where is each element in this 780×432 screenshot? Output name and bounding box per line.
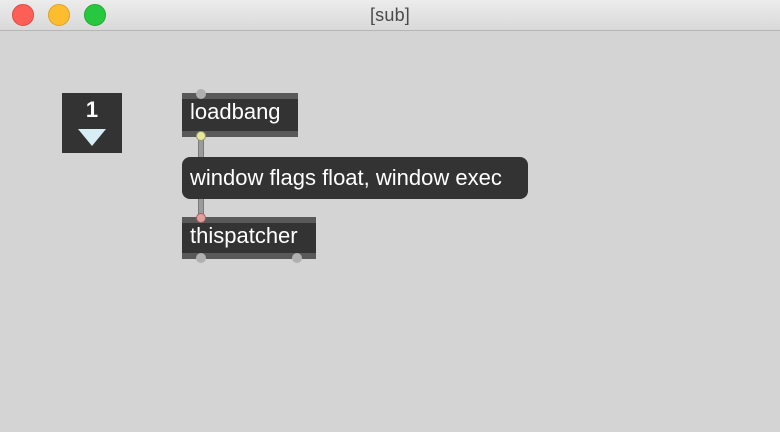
thispatcher-label: thispatcher xyxy=(190,223,298,248)
inlet-bar xyxy=(182,217,316,223)
inlet-port[interactable] xyxy=(196,213,206,223)
minimize-window-button[interactable] xyxy=(48,4,70,26)
window-title: [sub] xyxy=(369,5,411,25)
patcher-canvas[interactable]: 1 loadbang window flags float, window ex… xyxy=(0,31,780,432)
message-box[interactable]: window flags float, window exec xyxy=(182,157,528,199)
triangle-down-icon xyxy=(78,129,106,146)
message-box-label: window flags float, window exec xyxy=(190,165,502,190)
number-box[interactable]: 1 xyxy=(62,93,122,153)
outlet-port-right[interactable] xyxy=(292,253,302,263)
outlet-port-left[interactable] xyxy=(196,253,206,263)
inlet-bar xyxy=(182,93,298,99)
title-bar[interactable]: [sub] xyxy=(0,0,780,31)
patch-cord-loadbang-to-message[interactable] xyxy=(198,133,204,159)
loadbang-label: loadbang xyxy=(190,99,281,124)
close-window-button[interactable] xyxy=(12,4,34,26)
thispatcher-object[interactable]: thispatcher xyxy=(182,213,316,263)
number-box-value: 1 xyxy=(85,97,99,122)
outlet-bar xyxy=(182,253,316,259)
outlet-port[interactable] xyxy=(196,131,206,141)
patch-cord-message-to-thispatcher[interactable] xyxy=(198,197,204,221)
loadbang-object[interactable]: loadbang xyxy=(182,89,298,141)
maximize-window-button[interactable] xyxy=(84,4,106,26)
inlet-port[interactable] xyxy=(196,89,206,99)
outlet-bar xyxy=(182,131,298,137)
